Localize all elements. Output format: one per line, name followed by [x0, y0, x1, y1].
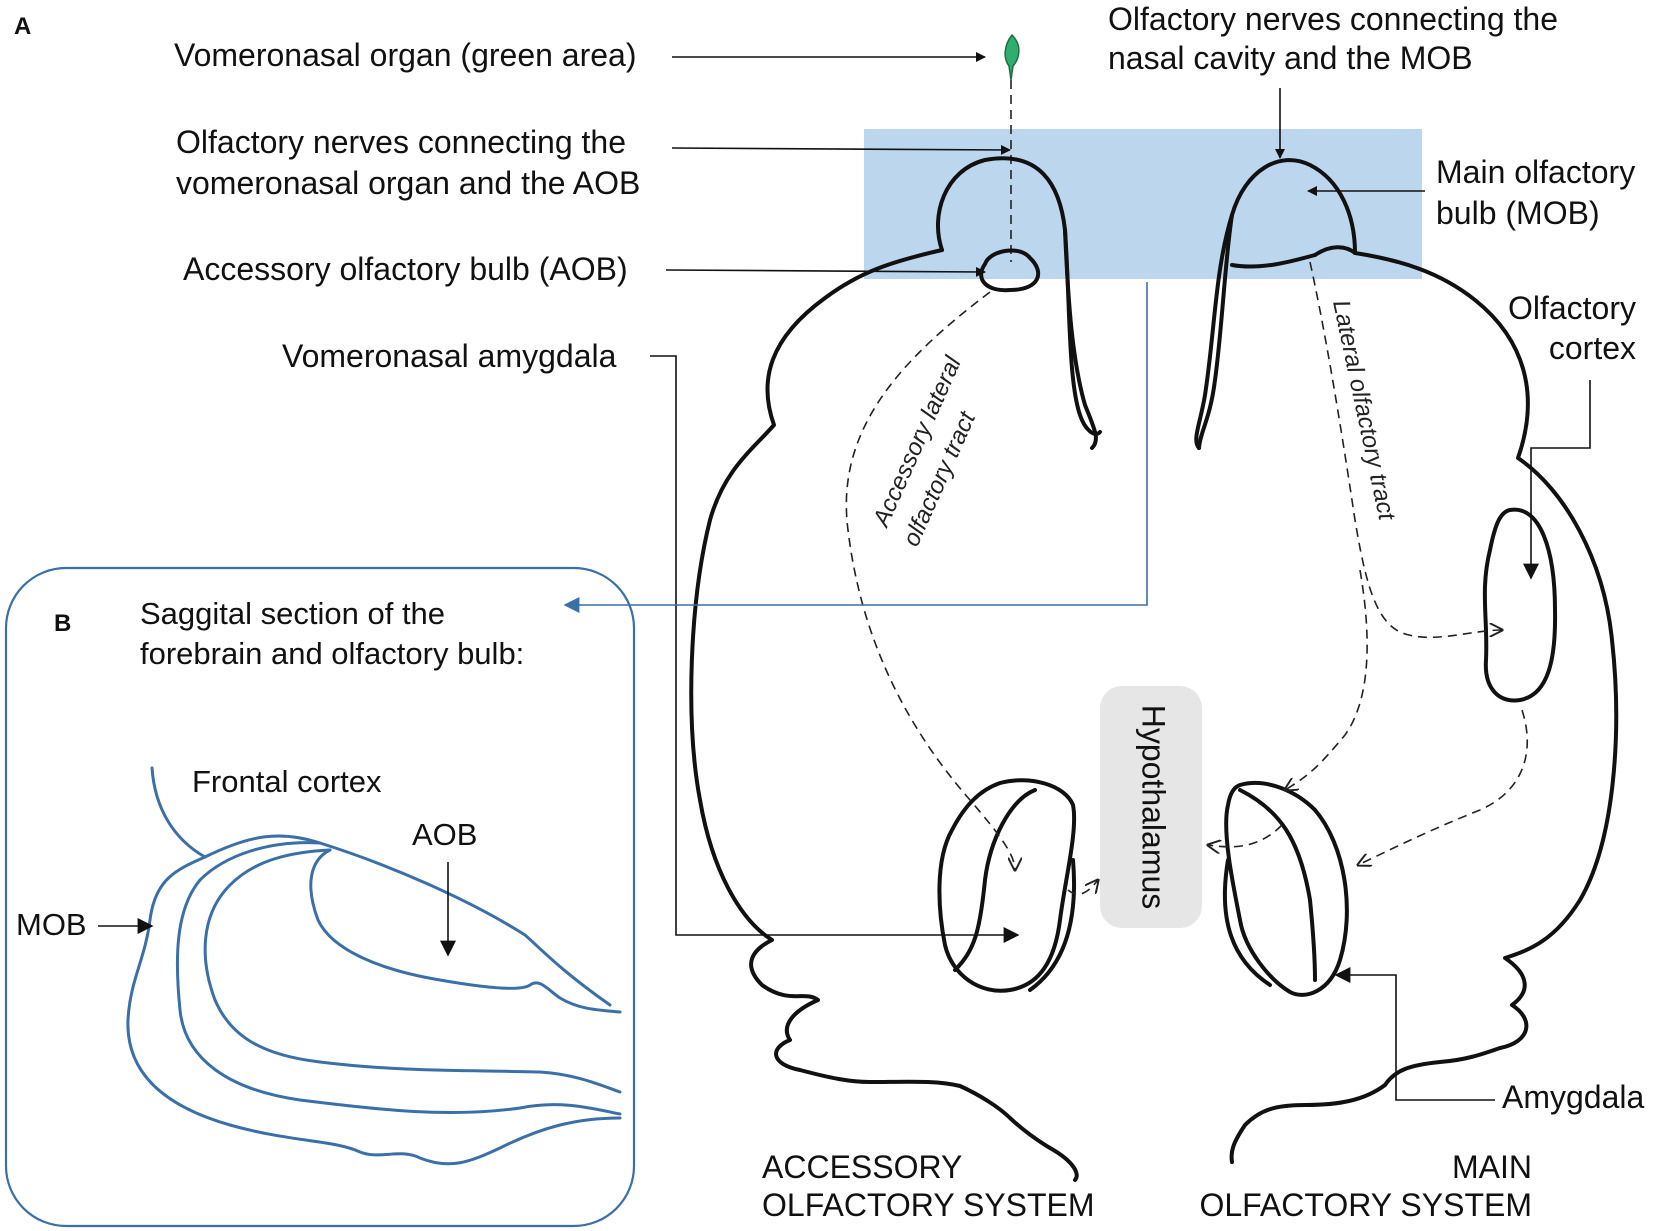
panel-b-letter: B [54, 610, 71, 637]
hypothalamus-box [1100, 686, 1202, 928]
main-system-label-1: MAIN [1452, 1149, 1532, 1185]
main-amygdala-shape [1224, 780, 1349, 997]
amygdala-pointer [1334, 967, 1495, 1101]
vomeronasal-amygdala-inner [953, 788, 1037, 972]
brain-outline [689, 248, 1079, 1182]
cortex-to-amygdala-dashed [1358, 709, 1529, 865]
bulb-highlight [864, 129, 1422, 279]
vomeronasal-amygdala-label: Vomeronasal amygdala [282, 338, 617, 374]
amygdala-to-hypothalamus-right [1208, 824, 1283, 847]
vno-nerves-pointer [671, 144, 1011, 155]
lateral-tract-to-amygdala [1285, 569, 1368, 790]
vno-nerves-label-1: Olfactory nerves connecting the [176, 124, 626, 160]
cortex-label-2: cortex [1549, 330, 1636, 366]
panel-a-letter: A [14, 13, 31, 40]
aob-pointer [665, 266, 986, 277]
olfactory-cortex-shape [1482, 507, 1558, 703]
vomeronasal-amygdala-pointer [650, 355, 1020, 943]
mob-outer-contour [126, 855, 622, 1166]
mob-label-2: bulb (MOB) [1436, 195, 1600, 231]
frontal-cortex-label: Frontal cortex [192, 764, 382, 799]
main-system-label-2: OLFACTORY SYSTEM [1199, 1187, 1532, 1223]
accessory-tract-dashed [845, 291, 1015, 870]
panel-b-aob-label: AOB [412, 817, 477, 852]
vno-label: Vomeronasal organ (green area) [174, 37, 637, 73]
vno-nerves-label-2: vomeronasal organ and the AOB [176, 165, 640, 201]
cortex-label-1: Olfactory [1508, 290, 1636, 326]
cortex-pointer [1523, 380, 1591, 580]
vomeronasal-amygdala-shape [937, 778, 1077, 993]
aob-shape [979, 248, 1041, 293]
panel-b-frame [4, 566, 636, 1228]
sagittal-section-drawing [126, 766, 622, 1166]
lateral-tract-dashed [1309, 261, 1502, 639]
outer-bulb-layer [203, 834, 612, 1007]
accessory-system-label-2: OLFACTORY SYSTEM [762, 1187, 1095, 1223]
right-olfactory-bulb [1194, 158, 1357, 450]
mob-nerves-label-1: Olfactory nerves connecting the [1108, 1, 1558, 37]
brain-outline-right [1229, 251, 1619, 1164]
panel-b-title-1: Saggital section of the [140, 596, 445, 631]
hypothalamus-label: Hypothalamus [1136, 705, 1172, 910]
mob-base [1230, 253, 1317, 269]
right-amygdala-tail [1222, 858, 1272, 987]
right-bulb-inner [1197, 213, 1234, 450]
mob-inner-contour-1 [175, 841, 622, 1116]
panel-b-title-2: forebrain and olfactory bulb: [140, 636, 524, 671]
aob-contour [309, 848, 622, 1014]
mob-inner-contour-2 [203, 848, 622, 1094]
aob-label: Accessory olfactory bulb (AOB) [183, 251, 628, 287]
panel-b-connector [563, 282, 1148, 613]
amygdala-label: Amygdala [1502, 1079, 1645, 1115]
left-amygdala-tail [1028, 858, 1077, 992]
mob-label-1: Main olfactory [1436, 154, 1635, 190]
accessory-system-label-1: ACCESSORY [762, 1149, 962, 1185]
amygdala-to-hypothalamus-left [1067, 880, 1098, 895]
frontal-cortex-curve [150, 766, 207, 859]
mob-nerves-label-2: nasal cavity and the MOB [1108, 40, 1473, 76]
main-amygdala-inner [1238, 788, 1317, 982]
vomeronasal-organ-green [1004, 33, 1020, 81]
panel-b-mob-label: MOB [16, 907, 87, 942]
left-bulb-inner [1063, 228, 1102, 436]
